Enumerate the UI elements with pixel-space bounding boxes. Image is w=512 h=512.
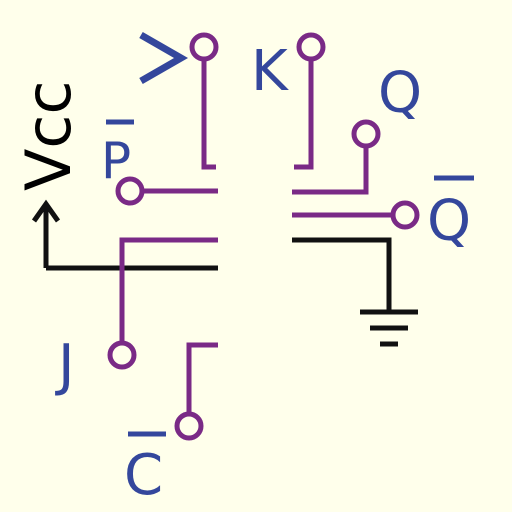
c-bar-pin-wire — [186, 342, 218, 426]
clock-pin-wire — [201, 47, 216, 170]
c-bar-pin-terminal — [174, 411, 204, 441]
clock-marker-icon — [139, 31, 189, 85]
ground-wire — [292, 237, 392, 310]
c-bar-label: C — [124, 443, 163, 508]
k-pin-terminal — [296, 32, 326, 62]
k-pin-wire — [294, 47, 314, 170]
q-pin-wire — [292, 134, 369, 195]
q-pin-terminal — [351, 119, 381, 149]
p-bar-label: P — [101, 132, 131, 190]
q-bar-label: Q — [427, 189, 471, 254]
p-bar-pin-terminal — [115, 176, 145, 206]
q-bar-pin-terminal — [390, 200, 420, 230]
k-label: K — [251, 39, 289, 104]
j-pin-terminal — [107, 340, 137, 370]
vcc-wire — [31, 199, 218, 271]
q-label: Q — [378, 61, 422, 126]
vcc-label: Vcc — [12, 80, 85, 191]
ground-icon — [360, 309, 418, 347]
j-pin-wire — [119, 237, 218, 355]
j-label: J — [55, 333, 75, 398]
clock-pin-terminal — [189, 32, 219, 62]
